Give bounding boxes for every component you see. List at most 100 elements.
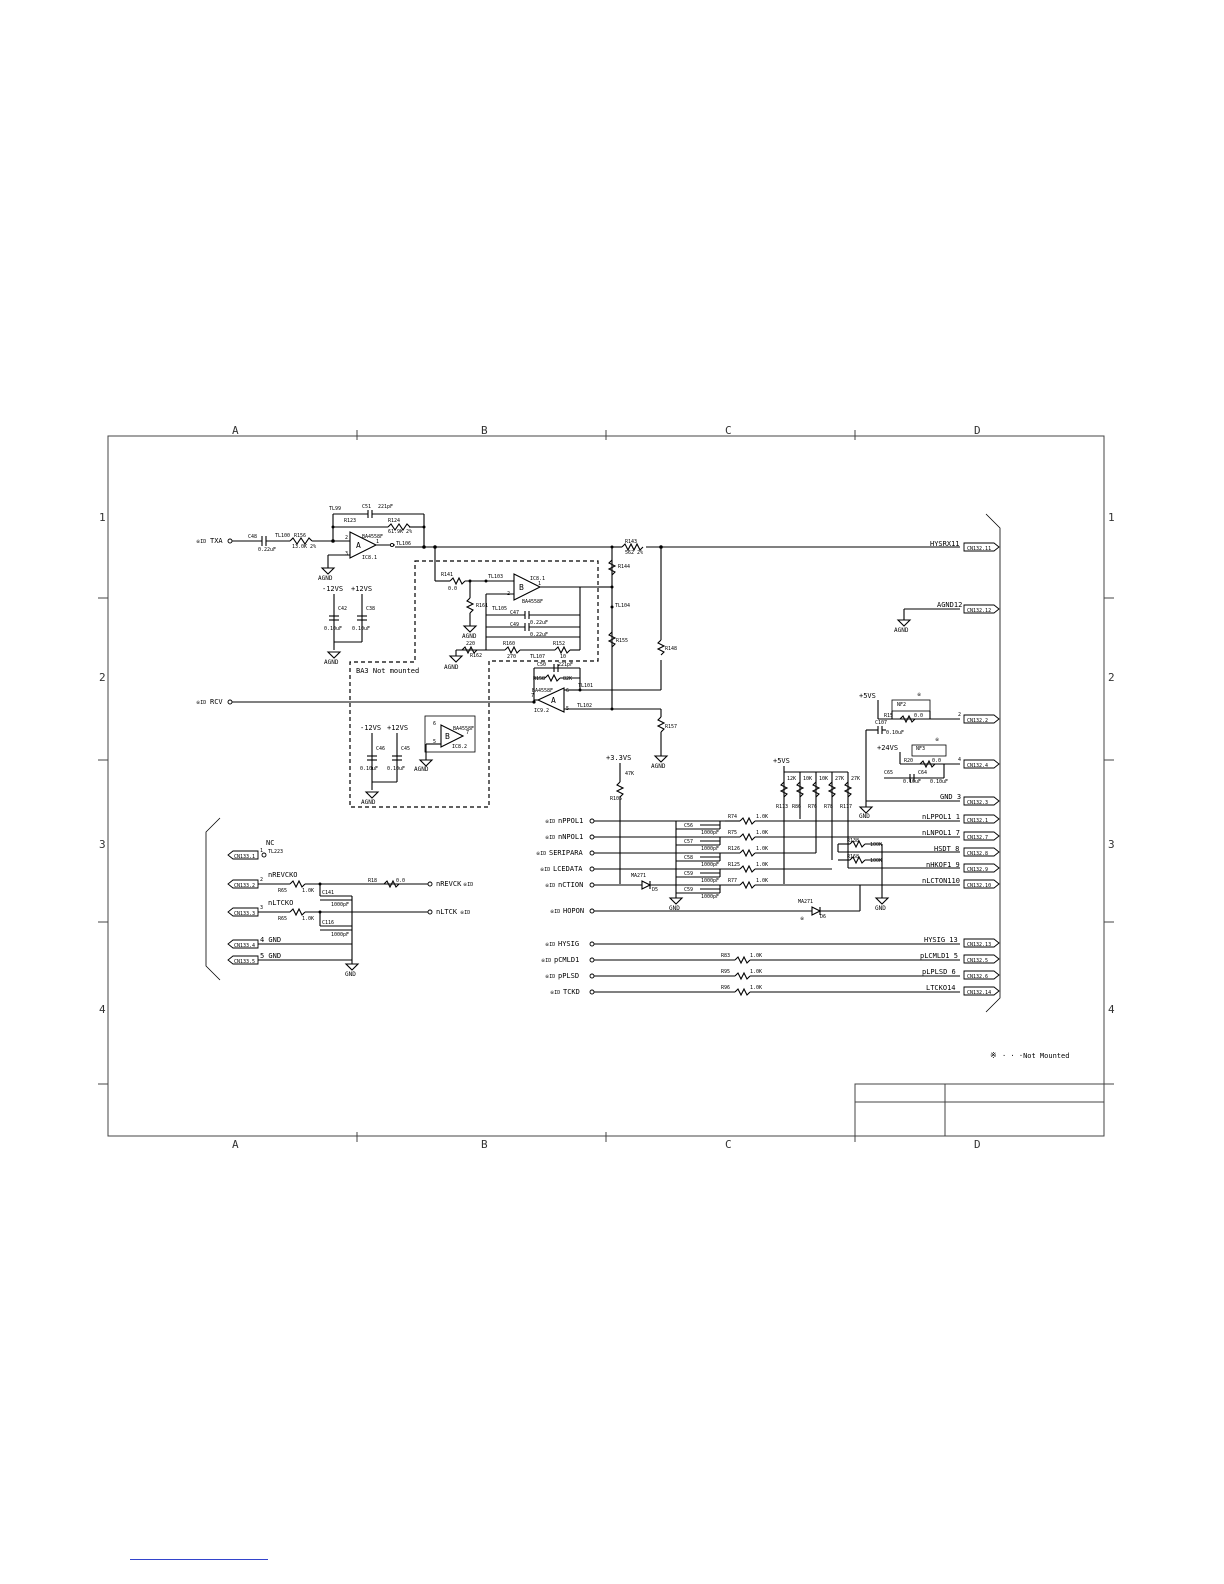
- svg-text:10K: 10K: [819, 776, 828, 782]
- row-lcedata: ※ID LCEDATA R125 1.0K R168 100K nHKOF1 9…: [540, 844, 960, 912]
- svg-text:CN132.13: CN132.13: [967, 942, 991, 948]
- cn132-2: CN132.2: [963, 714, 1000, 724]
- r96-ref: R96: [721, 985, 730, 991]
- cn133-section: CN133.1 CN133.2 CN133.3 CN133.4 CN133.5 …: [227, 839, 473, 978]
- r125-ref: R125: [728, 862, 740, 868]
- r162-value: 220: [466, 641, 475, 647]
- agnd-label-2: AGND: [324, 659, 339, 666]
- svg-text:CN132.14: CN132.14: [967, 990, 991, 996]
- tl107-ref: TL107: [530, 654, 545, 660]
- svg-text:10K: 10K: [803, 776, 812, 782]
- svg-text:1000pF: 1000pF: [701, 878, 719, 884]
- pcmld-label: pCMLD1: [554, 956, 579, 964]
- cn132-9: CN132.9: [963, 863, 1000, 873]
- nlcton-label: nLCTON110: [922, 877, 960, 885]
- r126-ref: R126: [728, 846, 740, 852]
- zone-row-2-right: 2: [1108, 671, 1115, 684]
- svg-text:R78: R78: [824, 804, 833, 810]
- svg-text:6: 6: [566, 688, 569, 694]
- c50-value: 221pF: [558, 662, 573, 668]
- svg-text:CN132.1: CN132.1: [967, 818, 988, 824]
- cn132-14: CN132.14: [963, 986, 1000, 996]
- c49-ref: C49: [510, 622, 519, 628]
- r138-value: 100K: [870, 842, 882, 848]
- tl223-ref: TL223: [268, 849, 283, 855]
- legend-mark: ※: [990, 1051, 997, 1060]
- svg-text:R157: R157: [665, 724, 677, 730]
- d5-ref: D5: [652, 887, 658, 893]
- row-hysig: ※ID HYSIG HYSIG 13: [545, 936, 960, 948]
- c116-value: 1000pF: [331, 932, 349, 938]
- agnd-label-8: AGND: [894, 627, 909, 634]
- svg-text:※ID: ※ID: [550, 990, 560, 996]
- svg-text:C59: C59: [684, 887, 693, 893]
- zone-row-2-left: 2: [99, 671, 106, 684]
- opamp-b-top-icon: [513, 573, 542, 601]
- svg-text:CN132.2: CN132.2: [967, 718, 988, 724]
- svg-text:2: 2: [958, 712, 961, 718]
- zone-col-b-bottom: B: [481, 1138, 488, 1151]
- svg-text:R148: R148: [665, 646, 677, 652]
- r158-value: 82K: [563, 676, 572, 682]
- opamp-b-top-ref: IC8.1: [530, 576, 545, 582]
- cn132-7: CN132.7: [963, 831, 1000, 841]
- svg-text:※ID: ※ID: [550, 909, 560, 915]
- svg-text:CN133.4: CN133.4: [234, 943, 255, 949]
- footer-link-underline: [130, 1559, 268, 1560]
- svg-text:B: B: [445, 732, 450, 741]
- svg-text:1000pF: 1000pF: [701, 862, 719, 868]
- zone-col-d-bottom: D: [974, 1138, 981, 1151]
- c45-ref: C45: [401, 746, 410, 752]
- svg-text:CN133.3: CN133.3: [234, 911, 255, 917]
- svg-text:3: 3: [260, 905, 263, 911]
- zone-row-1-right: 1: [1108, 511, 1115, 524]
- zone-row-3-left: 3: [99, 838, 106, 851]
- zone-col-a-bottom: A: [232, 1138, 239, 1151]
- rail-m12-label: -12VS: [322, 585, 343, 593]
- svg-text:1000pF: 1000pF: [701, 894, 719, 900]
- ba3-not-mounted-section: BA3 Not mounted R141 0.0 TL103 B 2 1 IC8…: [349, 547, 599, 808]
- c42-value: 0.10uF: [324, 626, 342, 632]
- r141-value: 0.0: [448, 586, 457, 592]
- r141-ref: R141: [441, 572, 453, 578]
- svg-text:CN132.12: CN132.12: [967, 608, 991, 614]
- tl100-ref: TL100: [275, 533, 290, 539]
- svg-text:1: 1: [376, 539, 379, 545]
- gnd4-label: 4 GND: [260, 936, 281, 944]
- r126-value: 1.0K: [756, 846, 768, 852]
- rail-p24-label: +24VS: [877, 744, 898, 752]
- svg-text:1.0K: 1.0K: [750, 969, 762, 975]
- zone-col-d-top: D: [974, 424, 981, 437]
- nnpol-label: nNPOL1: [558, 833, 583, 841]
- drawing-frame: [98, 430, 1114, 1142]
- svg-text:R117: R117: [840, 804, 852, 810]
- opamp-b-nm-ref: IC8.2: [452, 744, 467, 750]
- ltcko-label: LTCKO14: [926, 984, 956, 992]
- r105-value: 47K: [625, 771, 634, 777]
- r158-ref: R158: [533, 676, 545, 682]
- r143-value: 562 2%: [625, 550, 643, 556]
- svg-text:CN132.11: CN132.11: [967, 546, 991, 552]
- agnd-label-6: AGND: [414, 766, 429, 773]
- row-seripara: ※ID SERIPARA R126 1.0K R138 100K HSDT 8: [536, 836, 960, 858]
- c46-value: 0.10uF: [360, 766, 378, 772]
- cn133-4: CN133.4: [227, 939, 259, 949]
- txa-port-icon: [227, 538, 233, 544]
- r75-ref: R75: [728, 830, 737, 836]
- svg-text:※: ※: [935, 737, 939, 743]
- r144-ref: R144: [618, 564, 630, 570]
- cn132-12: CN132.12: [963, 604, 1000, 614]
- cn132-13: CN132.13: [963, 938, 1000, 948]
- agnd-label-3: AGND: [462, 633, 477, 640]
- gnd-label-2: GND: [875, 905, 886, 912]
- r20-value: 0.0: [932, 758, 941, 764]
- r65a-value: 1.0K: [302, 888, 314, 894]
- r124-value: 61.9K 2%: [388, 529, 412, 535]
- zone-col-a-top: A: [232, 424, 239, 437]
- nf2-ref: NF2: [897, 702, 906, 708]
- c38-ref: C38: [366, 606, 375, 612]
- c47-ref: C47: [510, 610, 519, 616]
- gnd-label-4: GND: [345, 971, 356, 978]
- opamp-a-top-icon: [349, 531, 378, 559]
